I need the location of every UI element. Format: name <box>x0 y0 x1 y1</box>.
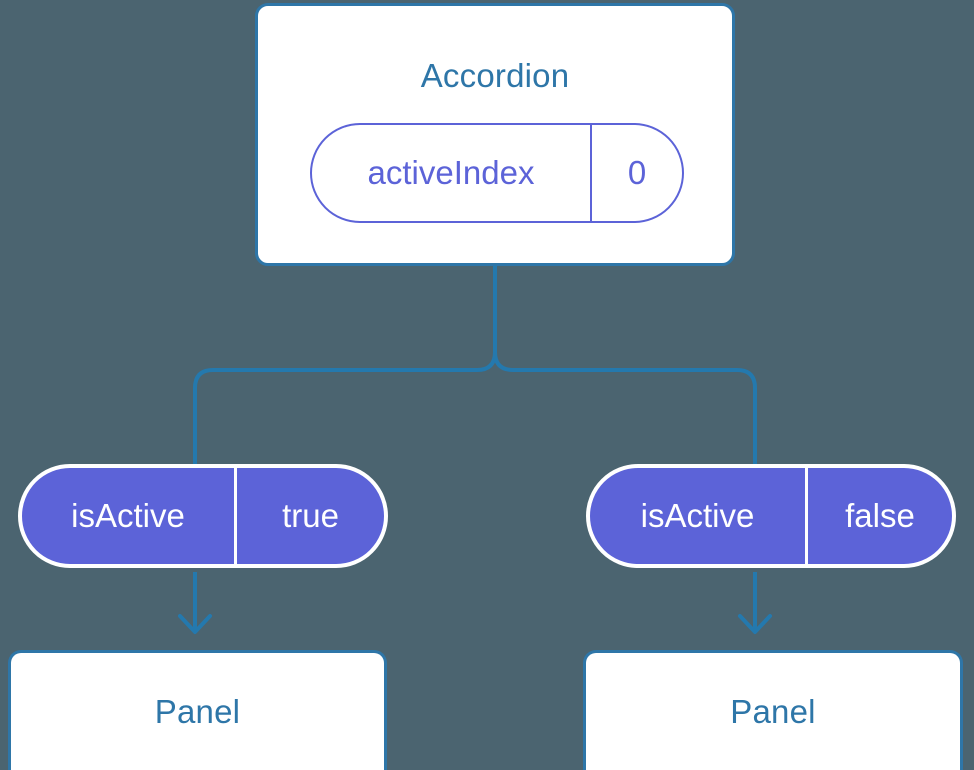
arrow-head-left <box>178 614 212 634</box>
prop-pill-key: isActive <box>22 468 237 564</box>
prop-pill-is-active-true[interactable]: isActive true <box>18 464 388 568</box>
component-node-panel-right[interactable]: Panel <box>583 650 963 770</box>
component-node-panel-left[interactable]: Panel <box>8 650 387 770</box>
prop-pill-value: true <box>282 497 339 534</box>
state-pill-key: activeIndex <box>312 125 592 221</box>
prop-pill-key: isActive <box>590 468 808 564</box>
panel-node-title: Panel <box>154 693 241 730</box>
component-node-accordion[interactable]: Accordion activeIndex 0 <box>255 3 735 266</box>
arrow-head-right <box>738 614 772 634</box>
accordion-node-title: Accordion <box>420 57 570 94</box>
state-pill-active-index[interactable]: activeIndex 0 <box>310 123 684 223</box>
tree-branch-connector-right <box>493 264 757 466</box>
prop-pill-value: false <box>845 497 915 534</box>
panel-node-title: Panel <box>730 693 816 730</box>
state-pill-value: 0 <box>627 154 647 191</box>
tree-branch-connector <box>193 264 497 466</box>
prop-pill-is-active-false[interactable]: isActive false <box>586 464 956 568</box>
